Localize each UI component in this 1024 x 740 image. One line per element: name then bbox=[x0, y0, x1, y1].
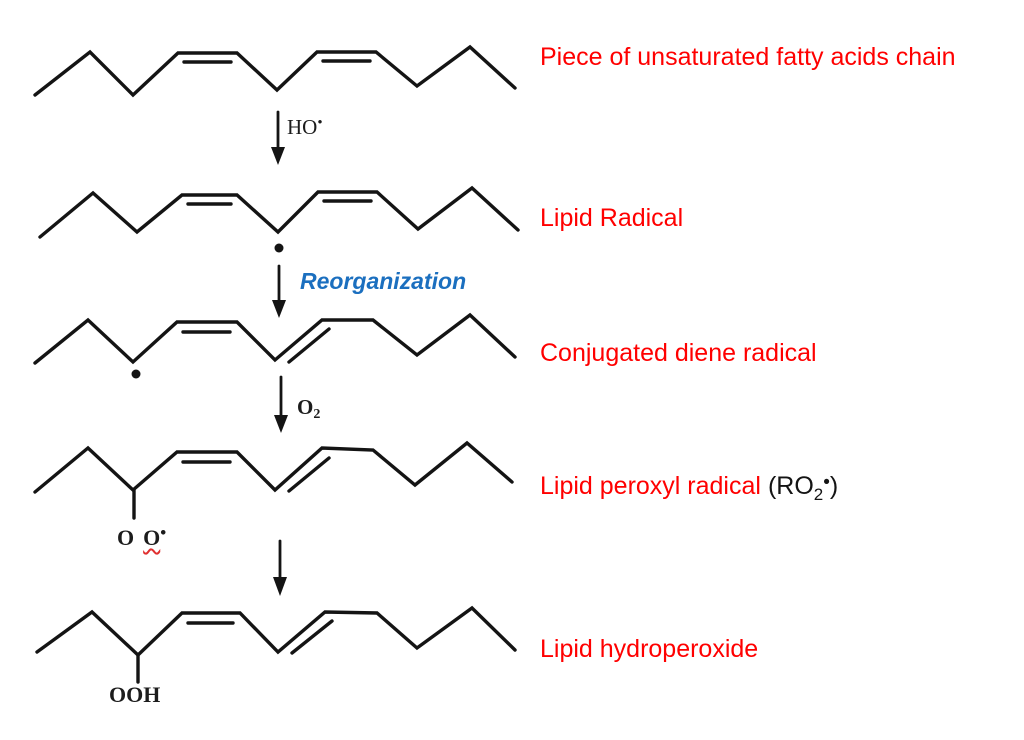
radical-dot: • bbox=[823, 472, 830, 493]
radical-dot: • bbox=[317, 115, 323, 131]
reagent-o2-subscript: 2 bbox=[313, 407, 321, 422]
label-lipid-peroxyl-radical-text: Lipid peroxyl radical bbox=[540, 472, 761, 500]
label-conjugated-diene-radical: Conjugated diene radical bbox=[540, 339, 817, 367]
lipid-hydroperoxide-structure bbox=[35, 605, 517, 684]
label-fatty-acid-chain: Piece of unsaturated fatty acids chain bbox=[540, 43, 956, 71]
reaction-arrow-4 bbox=[273, 539, 287, 596]
reaction-arrow-2 bbox=[272, 264, 286, 318]
reagent-ho-text: HO bbox=[287, 115, 318, 139]
arrow-down-icon bbox=[274, 415, 288, 433]
arrow-down-icon bbox=[273, 577, 287, 596]
reaction-arrow-1 bbox=[271, 110, 285, 165]
label-lipid-peroxyl-radical: Lipid peroxyl radical(RO2•) bbox=[540, 472, 839, 505]
reaction-step-reorganization: Reorganization bbox=[300, 268, 467, 294]
reagent-o2-text: O bbox=[297, 395, 314, 419]
lipid-peroxyl-radical-structure bbox=[33, 440, 514, 520]
carbon-chain bbox=[38, 185, 520, 239]
label-lipid-radical: Lipid Radical bbox=[540, 204, 684, 232]
peroxyl-oxygen-1: O bbox=[117, 525, 135, 550]
peroxyl-oxygen-2-misspelled: O bbox=[143, 525, 161, 550]
radical-dot bbox=[274, 243, 284, 253]
radical-dot bbox=[131, 369, 141, 379]
reaction-arrow-3 bbox=[274, 375, 288, 433]
carbon-chain bbox=[33, 44, 517, 98]
label-lipid-hydroperoxide: Lipid hydroperoxide bbox=[540, 635, 759, 663]
peroxyl-formula-open: (RO bbox=[767, 472, 814, 500]
carbon-chain bbox=[33, 312, 517, 365]
fatty-acid-chain-structure bbox=[33, 44, 517, 98]
conjugated-diene-radical-structure bbox=[33, 312, 517, 379]
hydroperoxide-group-text: OOH bbox=[109, 682, 161, 707]
double-bond bbox=[287, 327, 331, 364]
reagent-oxygen: O2 bbox=[297, 397, 320, 422]
carbon-chain bbox=[35, 605, 517, 658]
arrow-down-icon bbox=[271, 147, 285, 165]
carbon-chain bbox=[33, 440, 514, 494]
double-bond bbox=[290, 619, 334, 655]
radical-dot: • bbox=[160, 523, 167, 542]
arrow-down-icon bbox=[272, 300, 286, 318]
peroxyl-formula-subscript: 2 bbox=[813, 485, 824, 504]
reagent-hydroxyl-radical: HO• bbox=[287, 115, 323, 139]
double-bond bbox=[287, 456, 331, 493]
lipid-radical-structure bbox=[38, 185, 520, 253]
peroxyl-formula-close: ) bbox=[829, 472, 839, 500]
